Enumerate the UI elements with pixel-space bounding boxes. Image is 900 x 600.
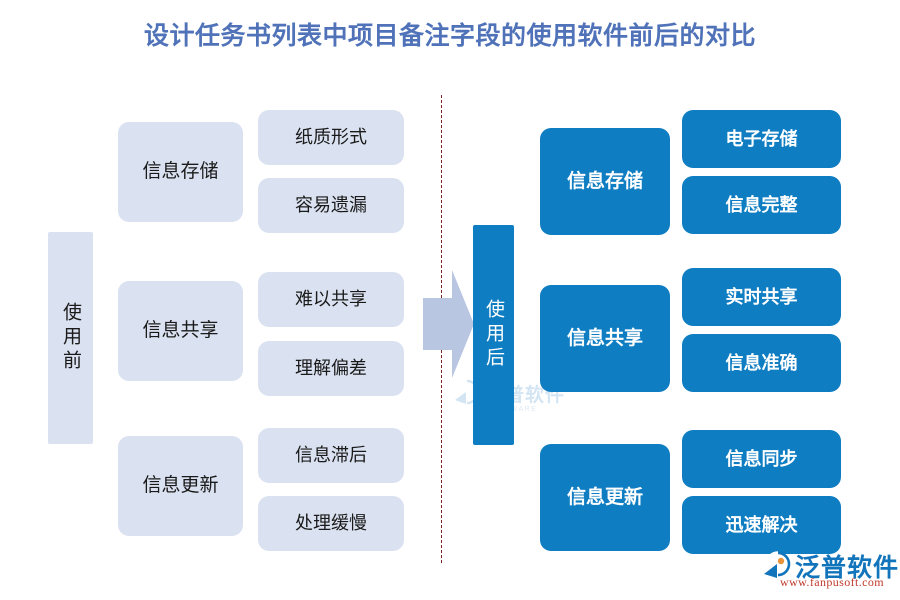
fanpu-logo-icon (764, 551, 791, 578)
after-item-label-2-0: 信息同步 (725, 448, 798, 469)
after-item-box-0-0[interactable]: 电子存储 (682, 110, 841, 168)
before-item-box-2-1[interactable]: 处理缓慢 (258, 496, 404, 551)
after-item-box-1-0[interactable]: 实时共享 (682, 268, 841, 326)
before-spine: 使用前 (48, 232, 93, 444)
before-category-label-0: 信息存储 (142, 161, 219, 183)
after-category-label-1: 信息共享 (566, 327, 643, 349)
before-item-label-0-1: 容易遗漏 (295, 195, 367, 216)
before-item-box-0-1[interactable]: 容易遗漏 (258, 178, 404, 233)
page-title: 设计任务书列表中项目备注字段的使用软件前后的对比 (143, 22, 756, 50)
after-item-box-2-0[interactable]: 信息同步 (682, 430, 841, 488)
after-item-label-1-0: 实时共享 (725, 286, 798, 307)
after-spine-label: 使用后 (483, 299, 504, 371)
before-item-label-1-1: 理解偏差 (295, 358, 367, 379)
after-category-box-2[interactable]: 信息更新 (540, 444, 670, 551)
before-item-box-1-0[interactable]: 难以共享 (258, 272, 404, 327)
before-item-label-2-0: 信息滞后 (295, 445, 367, 466)
brand-logo-url: www.fanpusoft.com (780, 575, 885, 589)
before-item-box-0-0[interactable]: 纸质形式 (258, 110, 404, 165)
after-spine: 使用后 (473, 225, 514, 445)
before-item-label-2-1: 处理缓慢 (295, 513, 367, 534)
after-item-label-0-1: 信息完整 (725, 194, 798, 215)
transition-arrow-icon (423, 270, 474, 378)
after-category-box-0[interactable]: 信息存储 (540, 128, 670, 235)
after-category-label-2: 信息更新 (566, 486, 643, 508)
after-item-box-1-1[interactable]: 信息准确 (682, 334, 841, 392)
before-item-box-2-0[interactable]: 信息滞后 (258, 428, 404, 483)
before-spine-label: 使用前 (60, 302, 81, 374)
before-category-label-2: 信息更新 (142, 475, 219, 497)
before-category-box-0[interactable]: 信息存储 (118, 122, 243, 222)
before-category-box-1[interactable]: 信息共享 (118, 281, 243, 381)
after-item-box-2-1[interactable]: 迅速解决 (682, 496, 841, 554)
after-item-label-2-1: 迅速解决 (725, 514, 798, 535)
after-item-box-0-1[interactable]: 信息完整 (682, 176, 841, 234)
before-category-label-1: 信息共享 (142, 320, 219, 342)
after-category-box-1[interactable]: 信息共享 (540, 285, 670, 392)
after-item-label-1-1: 信息准确 (725, 352, 798, 373)
after-item-label-0-0: 电子存储 (725, 128, 798, 149)
before-category-box-2[interactable]: 信息更新 (118, 436, 243, 536)
before-item-label-1-0: 难以共享 (295, 289, 367, 310)
after-category-label-0: 信息存储 (566, 170, 643, 192)
before-item-box-1-1[interactable]: 理解偏差 (258, 341, 404, 396)
before-item-label-0-0: 纸质形式 (295, 127, 367, 148)
